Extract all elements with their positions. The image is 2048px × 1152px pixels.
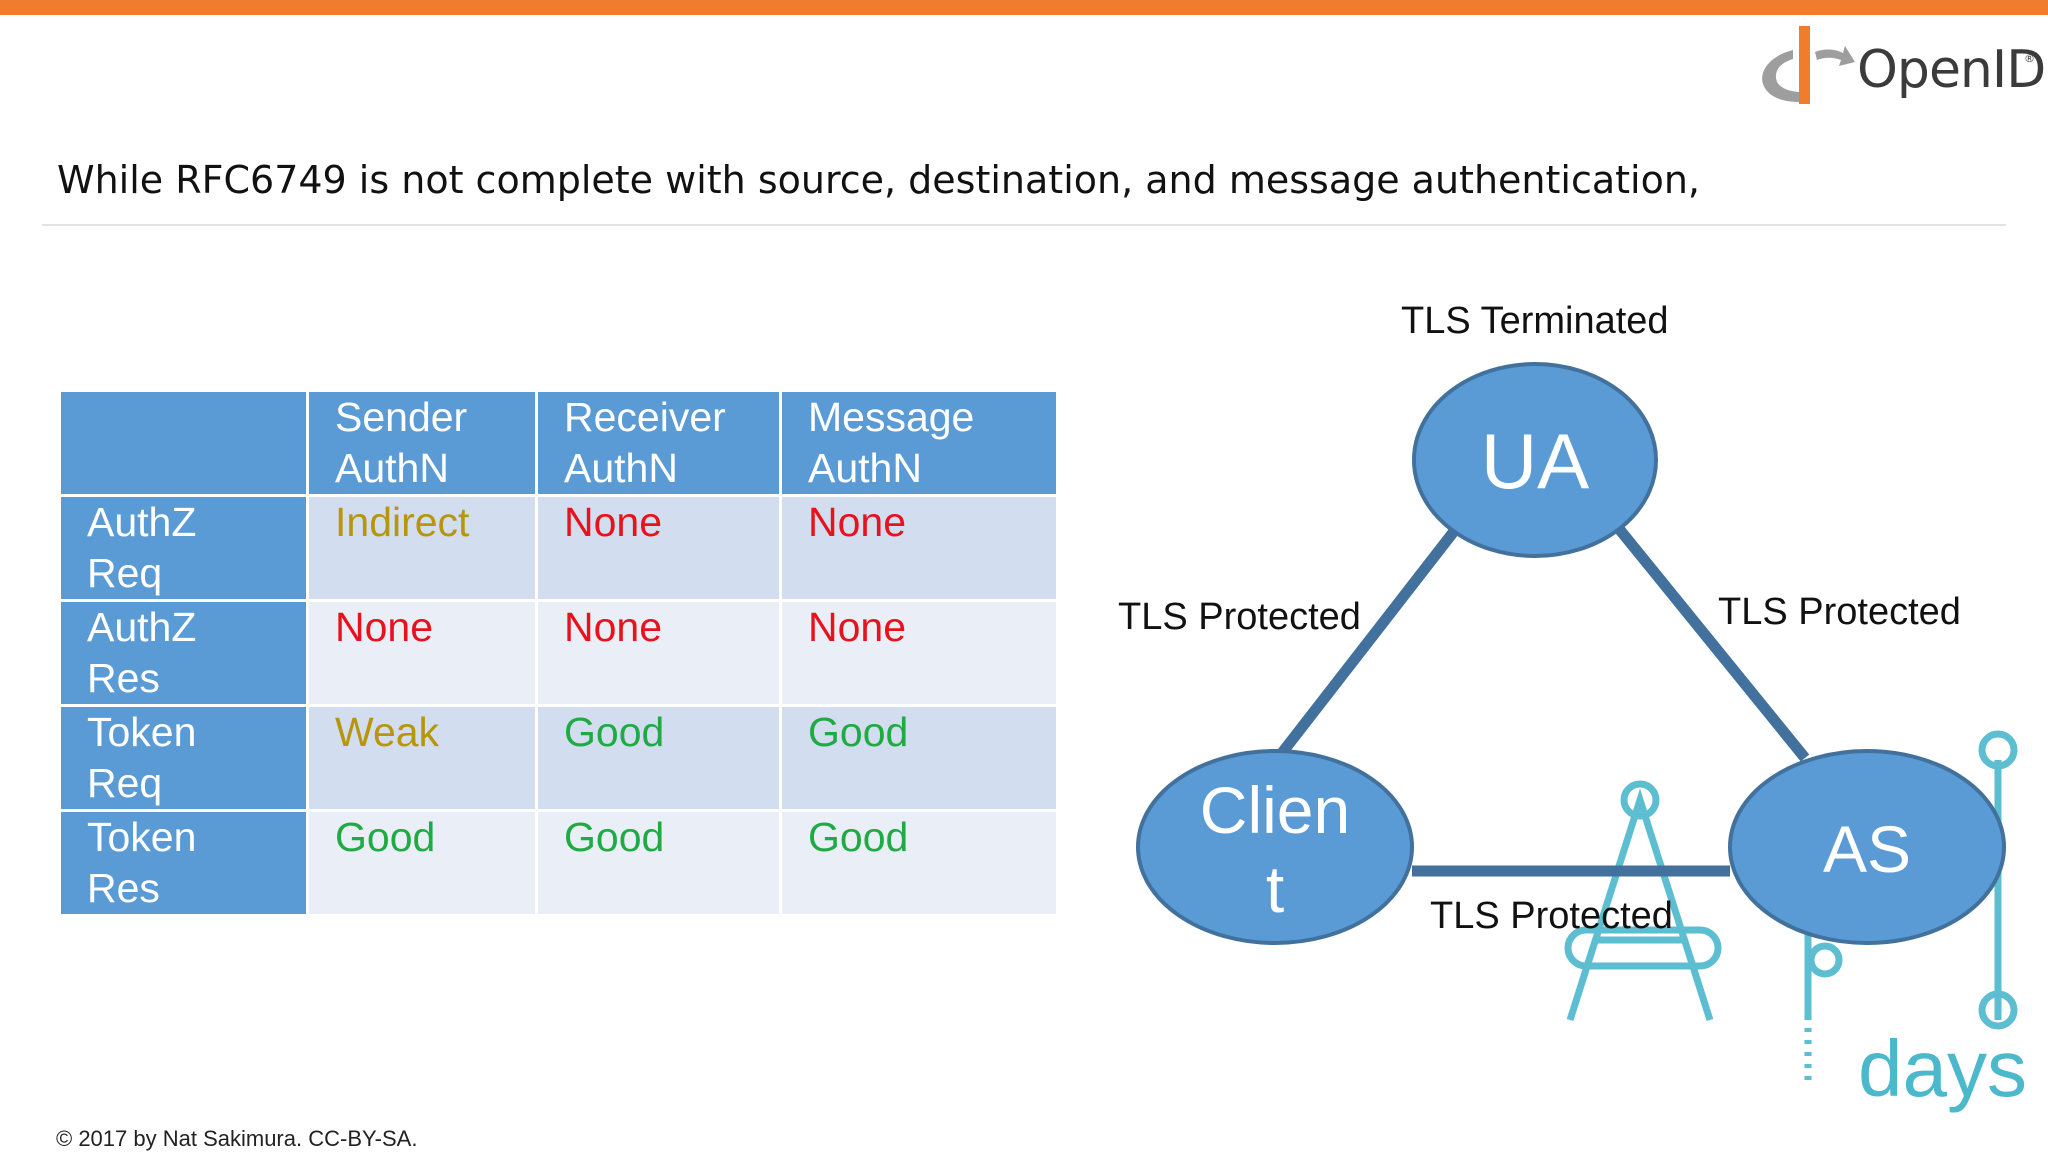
rating-cell: None	[779, 599, 1059, 707]
top-accent-bar	[0, 0, 2048, 15]
table-corner-cell	[58, 389, 309, 497]
edge-ua-client	[1273, 526, 1460, 762]
openid-logo-bar	[1799, 26, 1810, 104]
node-client-label-line2: t	[1266, 852, 1284, 926]
copyright-notice: © 2017 by Nat Sakimura. CC-BY-SA.	[56, 1126, 418, 1151]
rating-cell: Good	[779, 809, 1059, 917]
openid-logo-arrow	[1815, 46, 1855, 66]
row-header: Token Res	[58, 809, 309, 917]
node-ua-label: UA	[1481, 417, 1589, 505]
edge-label-right: TLS Protected	[1718, 591, 1961, 633]
node-ua	[1412, 362, 1658, 558]
row-header: Token Req	[58, 704, 309, 812]
watermark-word: days	[1858, 1024, 2027, 1113]
table-header-row: Sender AuthN Receiver AuthN Message Auth…	[58, 389, 1059, 497]
row-header: AuthZ Res	[58, 599, 309, 707]
node-client-label-line1: Clien	[1200, 773, 1350, 847]
apidays-watermark	[1564, 730, 2018, 1080]
openid-logo	[1762, 26, 1855, 104]
node-as	[1728, 749, 2006, 945]
registered-mark: ®	[2024, 52, 2035, 65]
table-row: Token Res Good Good Good	[58, 809, 1059, 917]
rating-cell: Good	[535, 809, 782, 917]
rating-cell: Good	[779, 704, 1059, 812]
row-header: AuthZ Req	[58, 494, 309, 602]
rating-cell: Good	[535, 704, 782, 812]
slide-headline: While RFC6749 is not complete with sourc…	[57, 158, 1700, 202]
openid-logo-text: OpenID	[1857, 40, 2046, 100]
node-client	[1136, 749, 1414, 945]
table-row: Token Req Weak Good Good	[58, 704, 1059, 812]
tls-terminated-label: TLS Terminated	[1401, 300, 1669, 342]
rating-cell: None	[535, 599, 782, 707]
tls-trust-diagram: days A UA Clien t AS TLS Terminated TLS …	[1100, 280, 2048, 1152]
rating-cell: Indirect	[306, 494, 538, 602]
edge-label-bottom: TLS Protected	[1430, 895, 1673, 937]
rating-cell: None	[535, 494, 782, 602]
table-row: AuthZ Req Indirect None None	[58, 494, 1059, 602]
openid-logo-mark	[1762, 50, 1799, 102]
rating-cell: Good	[306, 809, 538, 917]
column-header: Message AuthN	[779, 389, 1059, 497]
rating-cell: Weak	[306, 704, 538, 812]
edge-label-left: TLS Protected	[1118, 596, 1361, 638]
node-as-label: AS	[1823, 812, 1911, 886]
rating-cell: None	[779, 494, 1059, 602]
edge-ua-as	[1615, 526, 1810, 762]
watermark-letter-a	[1566, 788, 1714, 1022]
rating-cell: None	[306, 599, 538, 707]
authn-matrix-table: Sender AuthN Receiver AuthN Message Auth…	[58, 389, 1059, 917]
table-row: AuthZ Res None None None	[58, 599, 1059, 707]
column-header: Receiver AuthN	[535, 389, 782, 497]
column-header: Sender AuthN	[306, 389, 538, 497]
headline-divider	[42, 224, 2006, 226]
